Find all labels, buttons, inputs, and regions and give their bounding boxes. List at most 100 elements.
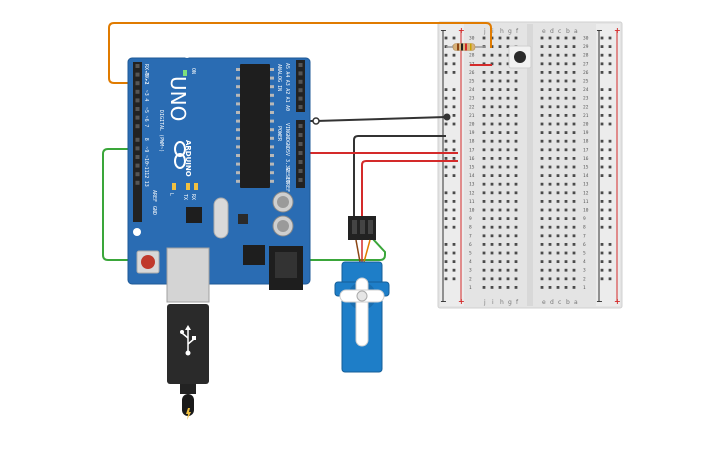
breadboard[interactable]: − + − + − + − + j i h g f e d c b a j i …	[437, 21, 623, 309]
breadboard-hole[interactable]	[564, 71, 568, 74]
breadboard-hole[interactable]	[572, 243, 576, 246]
breadboard-hole[interactable]	[498, 191, 502, 195]
digital-pin[interactable]	[135, 146, 140, 151]
breadboard-hole[interactable]	[506, 45, 510, 48]
rail-hole[interactable]	[600, 71, 604, 74]
rail-hole[interactable]	[444, 260, 448, 263]
breadboard-hole[interactable]	[490, 71, 494, 74]
breadboard-hole[interactable]	[564, 268, 568, 272]
breadboard-hole[interactable]	[572, 225, 576, 229]
breadboard-hole[interactable]	[490, 225, 494, 229]
wire-black-servo-gnd[interactable]	[353, 135, 446, 216]
breadboard-hole[interactable]	[564, 114, 568, 117]
rail-hole[interactable]	[452, 200, 456, 203]
rail-hole[interactable]	[452, 268, 456, 272]
rail-hole[interactable]	[444, 157, 448, 160]
breadboard-hole[interactable]	[572, 277, 576, 281]
rail-hole[interactable]	[452, 243, 456, 246]
breadboard-hole[interactable]	[506, 148, 510, 152]
breadboard-hole[interactable]	[564, 88, 568, 91]
power-pin[interactable]	[298, 124, 303, 128]
breadboard-hole[interactable]	[548, 105, 552, 109]
breadboard-hole[interactable]	[514, 165, 518, 169]
breadboard-hole[interactable]	[556, 217, 560, 220]
breadboard-hole[interactable]	[482, 105, 486, 109]
breadboard-hole[interactable]	[540, 96, 544, 100]
breadboard-hole[interactable]	[506, 131, 510, 134]
wire-orange[interactable]	[108, 22, 492, 84]
rail-hole[interactable]	[444, 88, 448, 91]
rail-hole[interactable]	[452, 36, 456, 40]
power-pin[interactable]	[298, 178, 303, 182]
breadboard-hole[interactable]	[506, 165, 510, 169]
breadboard-hole[interactable]	[506, 157, 510, 160]
usb-cable[interactable]	[167, 304, 209, 420]
breadboard-hole[interactable]	[548, 148, 552, 152]
rail-hole[interactable]	[600, 122, 604, 126]
rail-hole[interactable]	[608, 88, 612, 91]
breadboard-hole[interactable]	[548, 225, 552, 229]
breadboard-hole[interactable]	[514, 277, 518, 281]
breadboard-hole[interactable]	[514, 225, 518, 229]
breadboard-hole[interactable]	[548, 122, 552, 126]
breadboard-hole[interactable]	[540, 225, 544, 229]
rail-hole[interactable]	[452, 217, 456, 220]
breadboard-hole[interactable]	[490, 96, 494, 100]
breadboard-hole[interactable]	[490, 234, 494, 238]
breadboard-hole[interactable]	[506, 36, 510, 40]
breadboard-hole[interactable]	[514, 217, 518, 220]
breadboard-hole[interactable]	[572, 53, 576, 57]
breadboard-hole[interactable]	[564, 260, 568, 263]
breadboard-hole[interactable]	[572, 251, 576, 255]
rail-hole[interactable]	[444, 53, 448, 57]
breadboard-hole[interactable]	[482, 217, 486, 220]
breadboard-hole[interactable]	[548, 217, 552, 220]
rail-hole[interactable]	[600, 53, 604, 57]
breadboard-hole[interactable]	[540, 36, 544, 40]
rail-hole[interactable]	[600, 251, 604, 255]
breadboard-hole[interactable]	[540, 157, 544, 160]
breadboard-hole[interactable]	[514, 88, 518, 91]
breadboard-hole[interactable]	[556, 53, 560, 57]
breadboard-hole[interactable]	[556, 88, 560, 91]
breadboard-hole[interactable]	[572, 45, 576, 48]
rail-hole[interactable]	[452, 53, 456, 57]
digital-pin[interactable]	[135, 137, 140, 142]
breadboard-hole[interactable]	[482, 277, 486, 281]
breadboard-hole[interactable]	[540, 122, 544, 126]
breadboard-hole[interactable]	[548, 62, 552, 66]
breadboard-hole[interactable]	[548, 157, 552, 160]
rail-hole[interactable]	[608, 200, 612, 203]
breadboard-hole[interactable]	[556, 234, 560, 238]
digital-pin[interactable]	[135, 172, 140, 177]
breadboard-hole[interactable]	[572, 131, 576, 134]
breadboard-hole[interactable]	[490, 208, 494, 212]
digital-pin[interactable]	[135, 81, 140, 86]
breadboard-hole[interactable]	[514, 243, 518, 246]
breadboard-hole[interactable]	[482, 225, 486, 229]
breadboard-hole[interactable]	[572, 157, 576, 160]
breadboard-hole[interactable]	[490, 182, 494, 186]
breadboard-hole[interactable]	[540, 105, 544, 109]
rail-hole[interactable]	[452, 174, 456, 177]
breadboard-hole[interactable]	[498, 62, 502, 66]
breadboard-hole[interactable]	[540, 243, 544, 246]
rail-hole[interactable]	[452, 277, 456, 281]
breadboard-hole[interactable]	[506, 53, 510, 57]
rail-hole[interactable]	[608, 251, 612, 255]
rail-hole[interactable]	[600, 139, 604, 143]
breadboard-hole[interactable]	[506, 96, 510, 100]
breadboard-hole[interactable]	[548, 260, 552, 263]
digital-pin[interactable]	[135, 89, 140, 94]
breadboard-hole[interactable]	[482, 122, 486, 126]
breadboard-hole[interactable]	[506, 62, 510, 66]
breadboard-hole[interactable]	[498, 79, 502, 83]
breadboard-hole[interactable]	[490, 88, 494, 91]
rail-hole[interactable]	[608, 225, 612, 229]
breadboard-hole[interactable]	[548, 286, 552, 289]
rail-hole[interactable]	[608, 96, 612, 100]
breadboard-hole[interactable]	[572, 268, 576, 272]
breadboard-hole[interactable]	[506, 208, 510, 212]
breadboard-hole[interactable]	[556, 268, 560, 272]
breadboard-hole[interactable]	[540, 200, 544, 203]
